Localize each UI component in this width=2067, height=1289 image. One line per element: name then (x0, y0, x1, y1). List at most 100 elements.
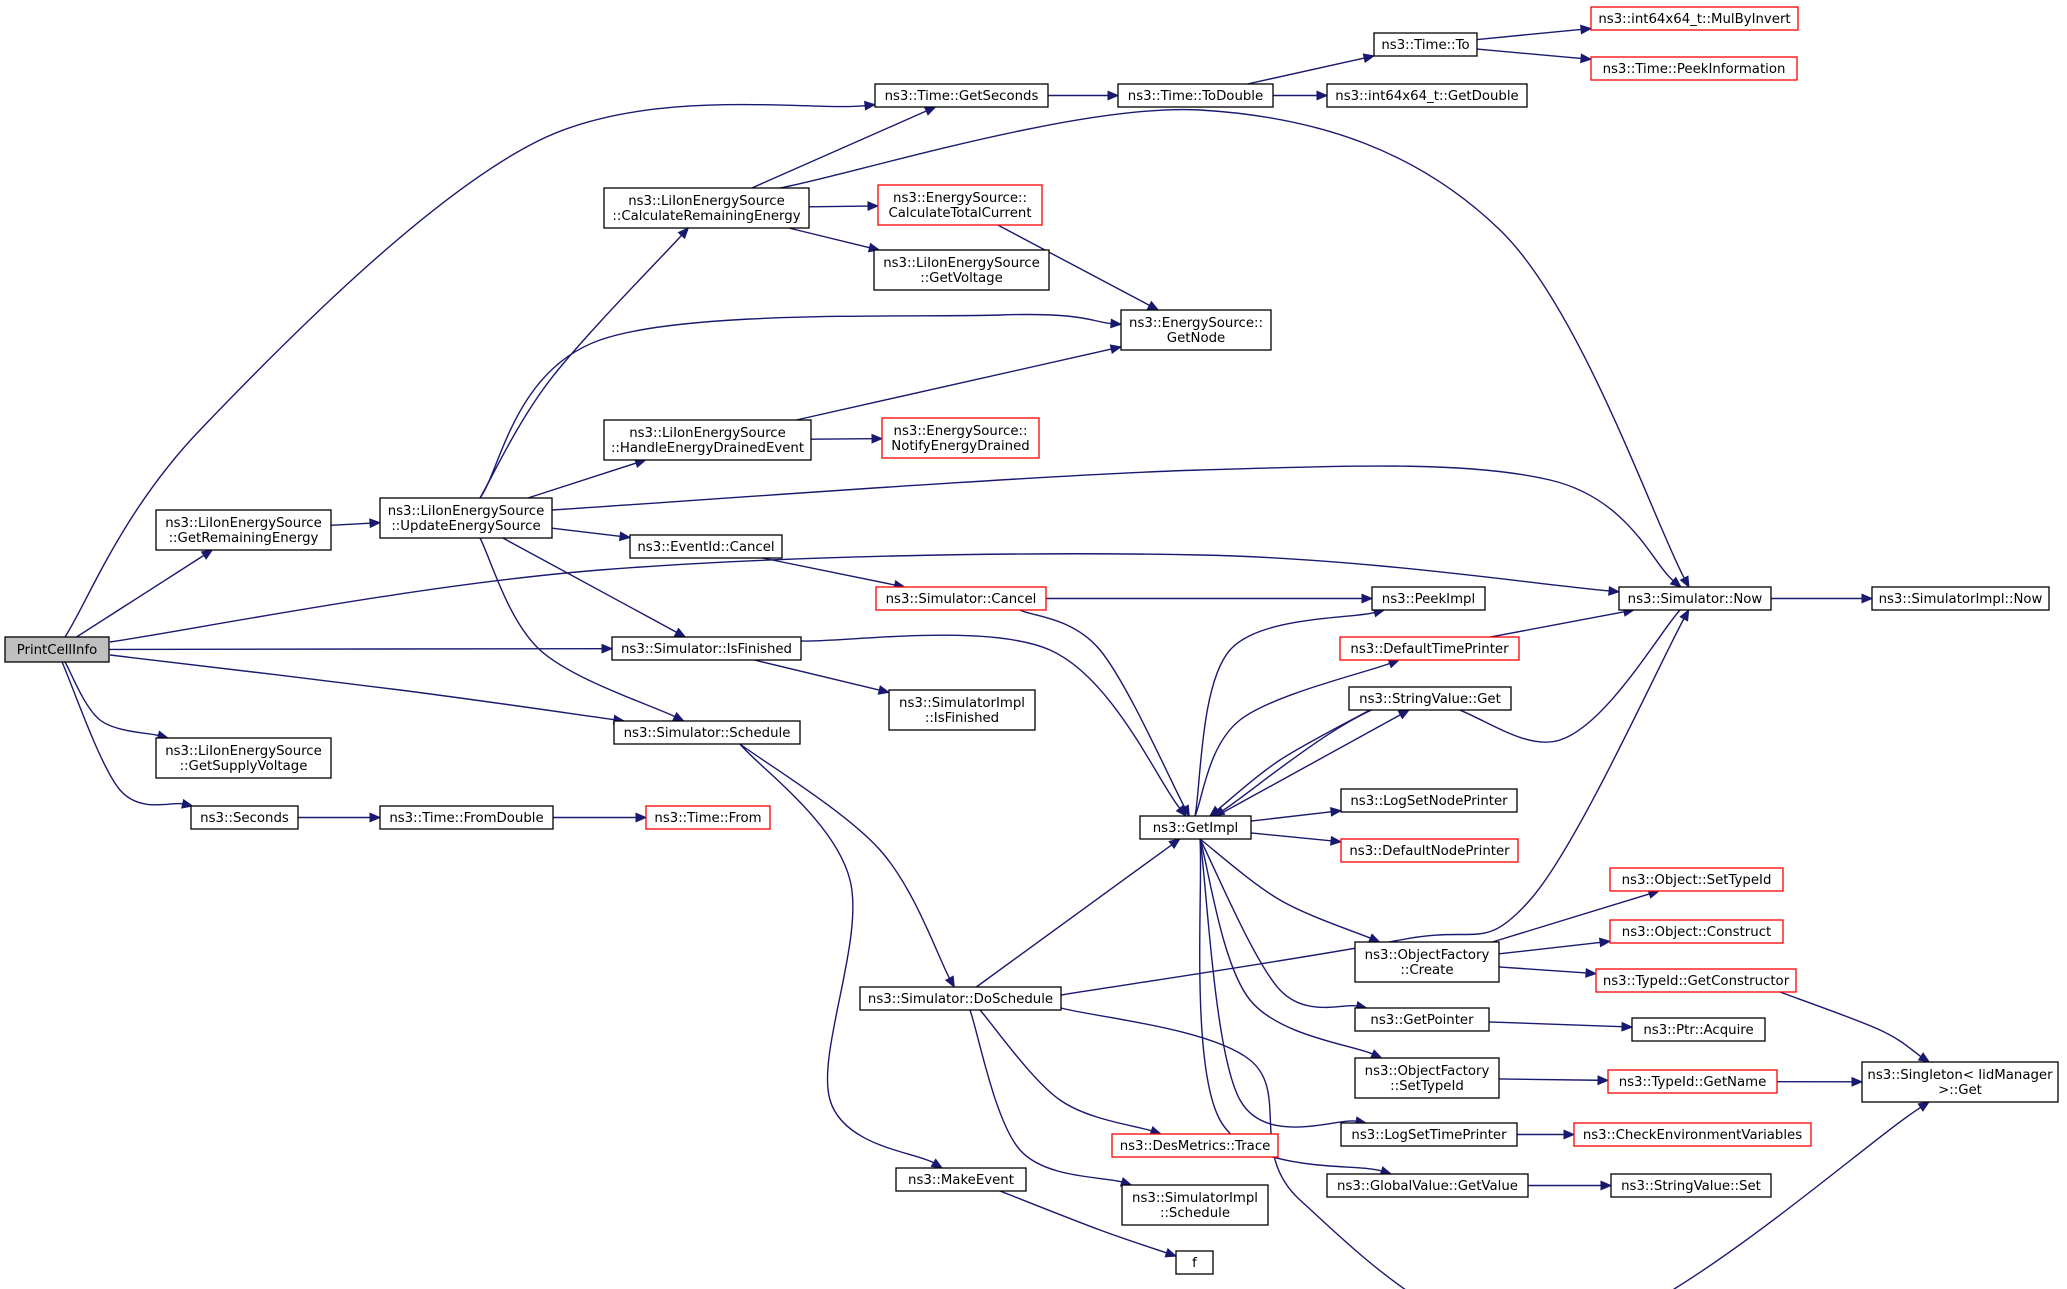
node-box (603, 187, 810, 229)
node-destrace[interactable]: ns3::DesMetrics::Trace (1111, 1133, 1279, 1158)
node-simisfinished[interactable]: ns3::Simulator::IsFinished (611, 636, 802, 661)
node-box (603, 419, 812, 461)
edge-printcell-to-simisfinished (108, 643, 614, 654)
node-todouble[interactable]: ns3::Time::ToDouble (1117, 83, 1274, 108)
node-label: ns3::GlobalValue::GetValue (1337, 1179, 1518, 1194)
node-box (1340, 788, 1518, 813)
node-getremaining[interactable]: ns3::LiIonEnergySource::GetRemainingEner… (155, 509, 332, 551)
node-checkenv[interactable]: ns3::CheckEnvironmentVariables (1573, 1122, 1812, 1147)
node-box (1326, 1173, 1529, 1198)
node-box (873, 249, 1050, 291)
arrowhead-icon (200, 549, 214, 560)
edge-simschedule-to-makeevent (739, 743, 944, 1169)
node-box (1590, 56, 1798, 81)
node-fromdouble[interactable]: ns3::Time::FromDouble (379, 805, 554, 830)
arrowhead-icon (1917, 1052, 1931, 1063)
node-box (379, 805, 554, 830)
node-f[interactable]: f (1175, 1250, 1214, 1275)
node-label: ns3::Seconds (200, 811, 289, 826)
node-label: ::SetTypeId (1390, 1079, 1464, 1094)
node-implschedule[interactable]: ns3::SimulatorImpl::Schedule (1121, 1184, 1269, 1226)
node-getpointer[interactable]: ns3::GetPointer (1354, 1007, 1490, 1032)
arrowhead-icon (1599, 937, 1612, 948)
call-graph-nodes: PrintCellInfons3::LiIonEnergySource::Get… (4, 6, 2059, 1275)
arrowhead-icon (923, 106, 937, 116)
node-seconds[interactable]: ns3::Seconds (190, 805, 299, 830)
arrowhead-icon (864, 100, 877, 111)
edge-timeto-to-peekinfo (1476, 48, 1593, 64)
node-notifydrained[interactable]: ns3::EnergySource::NotifyEnergyDrained (881, 417, 1040, 459)
node-printcell[interactable]: PrintCellInfo (4, 636, 110, 663)
node-getseconds[interactable]: ns3::Time::GetSeconds (874, 83, 1049, 108)
node-label: ::Create (1400, 963, 1453, 978)
edge-calcremaining-to-getseconds (751, 106, 937, 189)
node-label: ns3::EnergySource:: (893, 191, 1027, 206)
node-typeidgetname[interactable]: ns3::TypeId::GetName (1607, 1069, 1778, 1094)
node-mulbyinvert[interactable]: ns3::int64x64_t::MulByInvert (1590, 6, 1799, 31)
node-handledrained[interactable]: ns3::LiIonEnergySource::HandleEnergyDrai… (603, 419, 812, 461)
arrowhead-icon (1580, 53, 1593, 64)
node-getconstructor[interactable]: ns3::TypeId::GetConstructor (1595, 968, 1797, 993)
node-simcancel[interactable]: ns3::Simulator::Cancel (875, 586, 1047, 611)
node-simnow[interactable]: ns3::Simulator::Now (1618, 586, 1772, 611)
node-label: ns3::LiIonEnergySource (388, 504, 545, 519)
node-box (895, 1167, 1027, 1192)
node-label: ::GetRemainingEnergy (169, 531, 319, 546)
node-settypeid[interactable]: ns3::Object::SetTypeId (1609, 867, 1784, 892)
node-ptracquire[interactable]: ns3::Ptr::Acquire (1631, 1017, 1766, 1042)
node-strvalset[interactable]: ns3::StringValue::Set (1610, 1173, 1772, 1198)
node-doschedule[interactable]: ns3::Simulator::DoSchedule (859, 986, 1062, 1011)
node-label: ns3::LiIonEnergySource (883, 256, 1040, 271)
node-label: ns3::EventId::Cancel (637, 540, 774, 555)
arrowhead-icon (867, 201, 880, 212)
node-updateenergy[interactable]: ns3::LiIonEnergySource::UpdateEnergySour… (379, 497, 553, 539)
node-calcremaining[interactable]: ns3::LiIonEnergySource::CalculateRemaini… (603, 187, 810, 229)
node-box (1871, 586, 2050, 611)
node-simschedule[interactable]: ns3::Simulator::Schedule (613, 720, 801, 745)
node-int64getdouble[interactable]: ns3::int64x64_t::GetDouble (1326, 83, 1528, 108)
edge-getseconds-to-todouble (1048, 90, 1120, 101)
arrowhead-icon (1917, 1101, 1931, 1112)
node-singletonget[interactable]: ns3::Singleton< IidManager >::Get (1861, 1061, 2059, 1103)
node-box (1354, 1007, 1490, 1032)
node-box (645, 805, 771, 830)
node-implnow[interactable]: ns3::SimulatorImpl::Now (1871, 586, 2050, 611)
node-logsetnode[interactable]: ns3::LogSetNodePrinter (1340, 788, 1518, 813)
node-implisfinished[interactable]: ns3::SimulatorImpl::IsFinished (888, 689, 1036, 731)
node-peekinfo[interactable]: ns3::Time::PeekInformation (1590, 56, 1798, 81)
node-eventcancel[interactable]: ns3::EventId::Cancel (629, 534, 783, 559)
node-box (1861, 1061, 2059, 1103)
node-box (1120, 309, 1272, 351)
node-label: >::Get (1938, 1083, 1982, 1098)
node-timeto[interactable]: ns3::Time::To (1373, 32, 1478, 57)
node-makeevent[interactable]: ns3::MakeEvent (895, 1167, 1027, 1192)
node-box (155, 737, 332, 779)
node-ofcreate[interactable]: ns3::ObjectFactory::Create (1354, 941, 1500, 983)
arrowhead-icon (1597, 1075, 1610, 1086)
node-construct[interactable]: ns3::Object::Construct (1609, 919, 1784, 944)
node-strvalget[interactable]: ns3::StringValue::Get (1348, 686, 1512, 711)
node-box (1340, 1122, 1518, 1147)
edge-seconds-to-fromdouble (298, 812, 382, 823)
node-getnode[interactable]: ns3::EnergySource::GetNode (1120, 309, 1272, 351)
node-label: ns3::LiIonEnergySource (165, 516, 322, 531)
node-getimpl[interactable]: ns3::GetImpl (1139, 815, 1252, 840)
node-logsettime[interactable]: ns3::LogSetTimePrinter (1340, 1122, 1518, 1147)
node-globalgetvalue[interactable]: ns3::GlobalValue::GetValue (1326, 1173, 1529, 1198)
arrowhead-icon (677, 227, 690, 240)
edge-getimpl-to-getpointer (1199, 838, 1368, 1011)
node-label: CalculateTotalCurrent (888, 206, 1031, 221)
node-box (1607, 1069, 1778, 1094)
node-box (611, 636, 802, 661)
node-getsupply[interactable]: ns3::LiIonEnergySource::GetSupplyVoltage (155, 737, 332, 779)
edge-printcell-to-simschedule (109, 654, 626, 725)
node-defnodeprinter[interactable]: ns3::DefaultNodePrinter (1340, 838, 1519, 863)
node-calctotal[interactable]: ns3::EnergySource::CalculateTotalCurrent (877, 184, 1043, 226)
edge-printcell-to-simnow (109, 553, 1621, 643)
node-timefrom[interactable]: ns3::Time::From (645, 805, 771, 830)
node-getvoltage[interactable]: ns3::LiIonEnergySource::GetVoltage (873, 249, 1050, 291)
node-peekimpl[interactable]: ns3::PeekImpl (1371, 586, 1486, 611)
node-deftimeprinter[interactable]: ns3::DefaultTimePrinter (1339, 636, 1520, 661)
node-ofsettypeid[interactable]: ns3::ObjectFactory::SetTypeId (1354, 1057, 1500, 1099)
arrowhead-icon (1109, 344, 1123, 355)
